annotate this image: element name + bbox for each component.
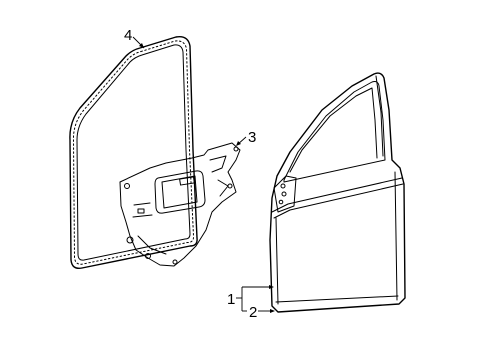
water-deflector-panel [119, 142, 241, 267]
svg-text:2: 2 [249, 304, 257, 321]
svg-text:3: 3 [248, 129, 256, 146]
callout-3: 3 [236, 129, 256, 146]
weatherstrip-seal [69, 36, 198, 270]
callout-1: 1 [227, 285, 274, 311]
svg-text:1: 1 [227, 291, 235, 308]
svg-text:4: 4 [124, 27, 132, 44]
front-door-shell [269, 72, 406, 313]
callout-4: 4 [124, 27, 145, 49]
callout-2: 2 [242, 304, 275, 321]
